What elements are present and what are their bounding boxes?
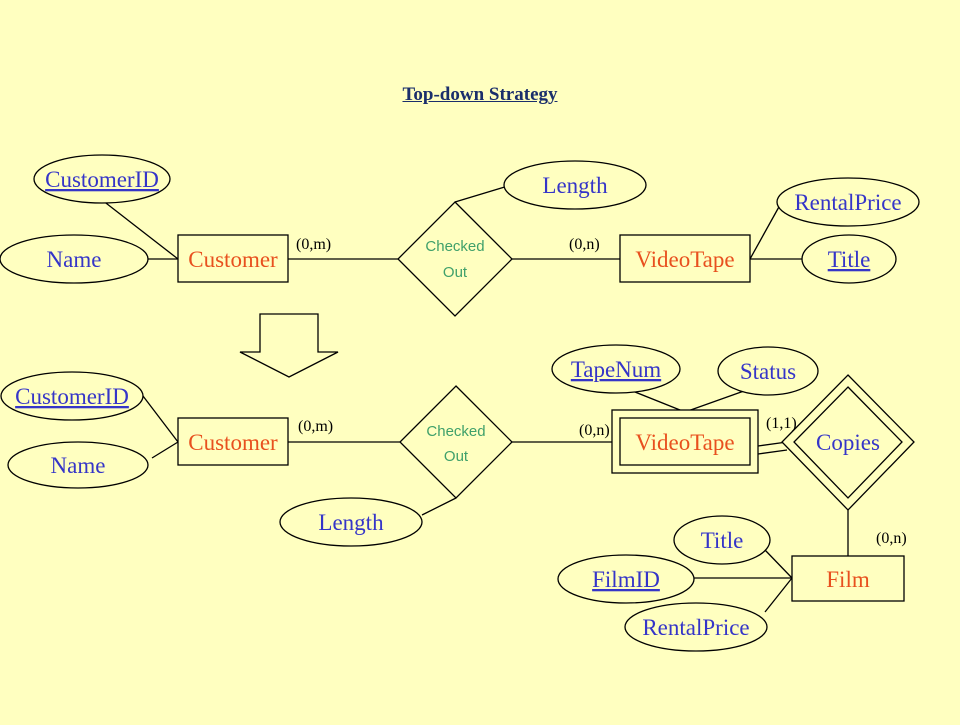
attr-tapenum: TapeNum <box>571 357 661 382</box>
attr-customerid: CustomerID <box>45 167 159 192</box>
relationship-checkedout-diamond <box>397 201 513 317</box>
card-top-customer: (0,m) <box>296 236 331 253</box>
entity-film-box <box>791 555 905 602</box>
attr-title: Title <box>701 528 744 553</box>
relationship-copies: Copies <box>816 430 880 455</box>
down-arrow-icon <box>239 313 339 378</box>
card-bottom-customer: (0,m) <box>298 418 333 435</box>
line-videotape-copies-2 <box>757 449 788 455</box>
line-title-film <box>764 549 793 579</box>
attr-length-ellipse <box>503 160 647 210</box>
entity-videotape: VideoTape <box>635 430 734 455</box>
relationship-checkedout-diamond <box>399 385 513 499</box>
relationship-checkedout-line2: Out <box>444 448 469 465</box>
attr-length-ellipse <box>279 497 423 547</box>
card-top-videotape: (0,n) <box>569 236 600 253</box>
entity-customer-box <box>177 234 289 283</box>
attr-title-ellipse <box>801 234 897 284</box>
attr-name: Name <box>51 453 106 478</box>
attr-rentalprice-ellipse <box>776 177 920 227</box>
card-copies-film: (0,n) <box>876 530 907 547</box>
line-name-customer <box>151 441 179 459</box>
attr-title-ellipse <box>673 515 771 565</box>
relationship-checkedout-line1: Checked <box>425 238 484 255</box>
attr-rentalprice-ellipse <box>624 602 768 652</box>
attr-name-ellipse <box>0 234 149 284</box>
entity-videotape: VideoTape <box>635 247 734 272</box>
attr-filmid-ellipse <box>557 554 695 604</box>
line-rentalprice-videotape <box>749 204 781 260</box>
top-diagram: CustomerID Name Length RentalPrice Title… <box>0 154 920 317</box>
relationship-checkedout-line2: Out <box>443 264 468 281</box>
attr-customerid-ellipse <box>33 154 171 204</box>
attr-length: Length <box>318 510 384 535</box>
page-title: Top-down Strategy <box>402 84 558 105</box>
attr-status-ellipse <box>717 346 819 396</box>
attr-status: Status <box>740 359 796 384</box>
bottom-diagram: CustomerID Name Length TapeNum Status Ti… <box>0 344 915 652</box>
line-rentalprice-film <box>764 577 793 613</box>
attr-customerid: CustomerID <box>15 384 129 409</box>
card-bottom-videotape: (0,n) <box>579 422 610 439</box>
weak-entity-videotape-inner-box <box>619 417 751 466</box>
entity-videotape-box <box>619 234 751 283</box>
attr-rentalprice: RentalPrice <box>642 615 749 640</box>
attr-title: Title <box>828 247 871 272</box>
attr-name-ellipse <box>7 441 149 489</box>
entity-customer: Customer <box>188 430 278 455</box>
line-customerid-customer <box>101 199 179 260</box>
card-copies-videotape: (1,1) <box>766 415 797 432</box>
line-length-checkedout <box>421 497 457 516</box>
attr-rentalprice: RentalPrice <box>794 190 901 215</box>
attr-name: Name <box>47 247 102 272</box>
attr-filmid: FilmID <box>592 567 660 592</box>
line-customerid-customer <box>142 395 179 443</box>
attr-length: Length <box>542 173 608 198</box>
entity-customer: Customer <box>188 247 278 272</box>
attr-tapenum-ellipse <box>551 344 681 394</box>
entity-customer-box <box>177 417 289 466</box>
entity-film: Film <box>826 567 870 592</box>
attr-customerid-ellipse <box>0 371 144 421</box>
identifying-relationship-copies-inner-diamond <box>793 386 903 499</box>
relationship-checkedout-line1: Checked <box>426 423 485 440</box>
